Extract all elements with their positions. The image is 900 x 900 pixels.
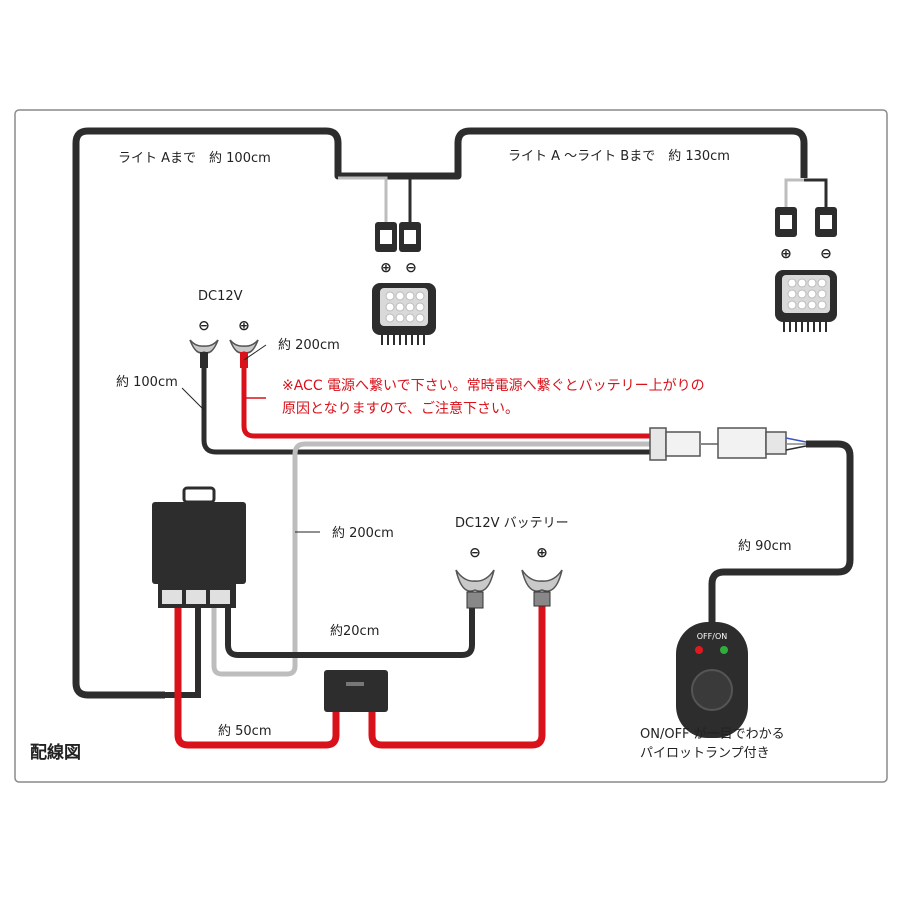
- label-len-90: 約 90cm: [738, 539, 792, 554]
- wire-thin-switch-leads: [785, 437, 807, 451]
- label-pilot-line2: パイロットランプ付き: [640, 746, 770, 761]
- wire-black-light-b: [804, 178, 828, 207]
- label-len-200-red: 約 200cm: [278, 338, 340, 353]
- plus-icon: ⊕: [380, 260, 392, 276]
- label-battery: DC12V バッテリー: [455, 516, 569, 531]
- warning-text-line2: 原因となりますので、ご注意下さい。: [282, 400, 519, 417]
- harness-connector-female: [649, 427, 701, 461]
- minus-icon: ⊖: [405, 260, 417, 276]
- wire-black-relay-to-battery-minus: [225, 608, 475, 658]
- wire-red-acc: [241, 368, 650, 439]
- label-light-a-length: ライト Aまで 約 100cm: [118, 151, 271, 166]
- plus-icon: ⊕: [780, 246, 792, 262]
- wire-black-switch-cable: [708, 440, 854, 630]
- plus-icon: ⊕: [536, 545, 548, 561]
- minus-icon: ⊖: [469, 545, 481, 561]
- diagram-title: 配線図: [30, 742, 81, 763]
- wire-red-relay-fuse: [174, 608, 340, 749]
- label-len-50: 約 50cm: [218, 724, 272, 739]
- terminal-battery-plus: [521, 569, 563, 607]
- wire-gray-light-a: [338, 176, 388, 222]
- label-len-20: 約20cm: [330, 624, 379, 639]
- minus-icon: ⊖: [198, 318, 210, 334]
- warning-text-line1: ※ACC 電源へ繋いで下さい。常時電源へ繋ぐとバッテリー上がりの: [282, 378, 705, 394]
- wire-gray-light-b: [784, 178, 804, 207]
- connector-light-b-minus: [815, 207, 837, 237]
- connector-light-a-minus: [399, 222, 421, 252]
- pilot-lamp-switch: [676, 622, 748, 738]
- wire-black-light-harness: [72, 127, 808, 699]
- wire-gray-relay-signal: [211, 441, 650, 677]
- leader-line: [181, 387, 205, 411]
- label-len-200-gray: 約 200cm: [332, 526, 394, 541]
- wire-black-ground: [201, 368, 650, 455]
- connector-light-a-plus: [375, 222, 397, 252]
- label-len-100-left: 約 100cm: [116, 375, 178, 390]
- wire-red-fuse-battery-plus: [368, 604, 546, 749]
- relay-box: [152, 486, 246, 608]
- terminal-battery-minus: [455, 569, 495, 609]
- switch-label: OFF/ON: [697, 632, 727, 641]
- minus-icon: ⊖: [820, 246, 832, 262]
- pilot-led-green: [720, 646, 728, 654]
- led-light-a: [372, 283, 436, 345]
- terminal-dc12v-minus: [189, 339, 219, 368]
- harness-connector-male: [717, 427, 787, 459]
- label-light-ab-length: ライト A ～ライト Bまで 約 130cm: [508, 149, 730, 164]
- leader-line: [243, 344, 267, 361]
- led-light-b: [775, 270, 837, 332]
- label-dc12v: DC12V: [198, 289, 243, 304]
- pilot-led-red: [695, 646, 703, 654]
- connector-light-b-plus: [775, 207, 797, 237]
- label-pilot-line1: ON/OFF が一目でわかる: [640, 727, 785, 742]
- plus-icon: ⊕: [238, 318, 250, 334]
- fuse-holder: [324, 670, 388, 712]
